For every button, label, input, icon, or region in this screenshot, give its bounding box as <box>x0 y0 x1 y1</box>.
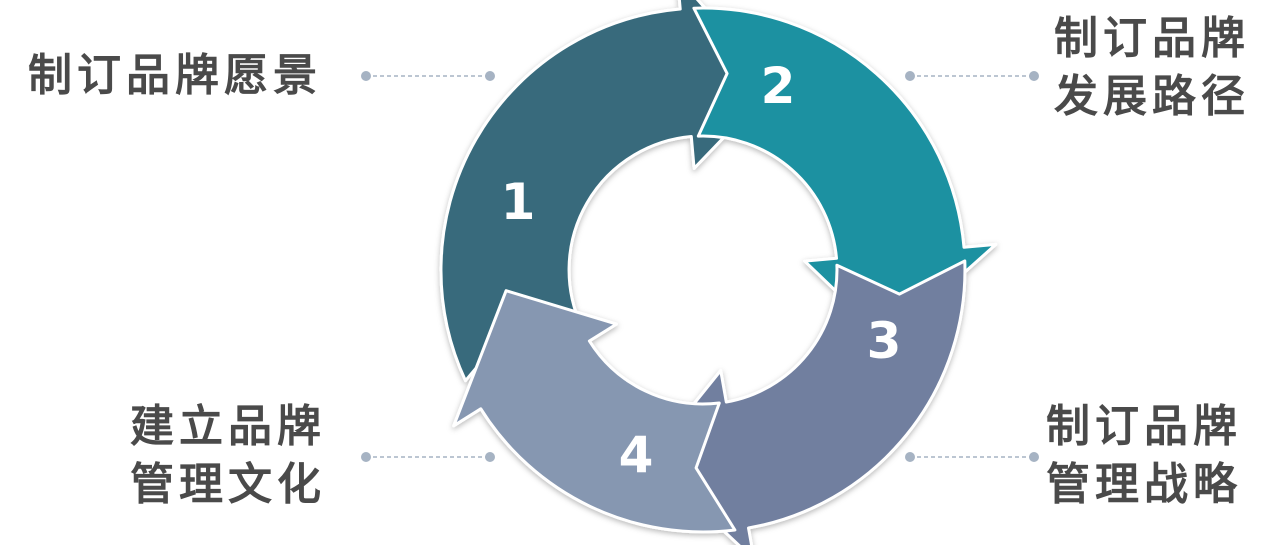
connector-3 <box>905 452 1039 462</box>
step-label-4: 建立品牌 管理文化 <box>130 398 326 514</box>
step-label-3-line-2: 管理战略 <box>1046 459 1242 510</box>
connector-2 <box>905 71 1039 81</box>
step-label-4-line-2: 管理文化 <box>130 459 326 510</box>
step-label-2-line-2: 发展路径 <box>1054 71 1250 122</box>
step-number-2: 2 <box>761 57 796 115</box>
step-number-1: 1 <box>501 173 536 231</box>
step-label-2-line-1: 制订品牌 <box>1054 13 1250 64</box>
step-number-4: 4 <box>619 426 654 484</box>
step-label-1: 制订品牌愿景 <box>28 47 322 105</box>
step-label-1-line-1: 制订品牌愿景 <box>28 50 322 101</box>
cycle-segment-1 <box>439 0 776 383</box>
step-label-3-line-1: 制订品牌 <box>1046 401 1242 452</box>
connector-1 <box>361 71 495 81</box>
cycle-segment-3 <box>646 259 967 545</box>
connector-4 <box>361 452 495 462</box>
cycle-segment-2 <box>692 6 998 343</box>
cycle-segment-4 <box>452 289 737 534</box>
step-label-2: 制订品牌 发展路径 <box>1054 10 1250 126</box>
step-label-4-line-1: 建立品牌 <box>130 401 326 452</box>
step-label-3: 制订品牌 管理战略 <box>1046 398 1242 514</box>
step-number-3: 3 <box>867 312 902 370</box>
